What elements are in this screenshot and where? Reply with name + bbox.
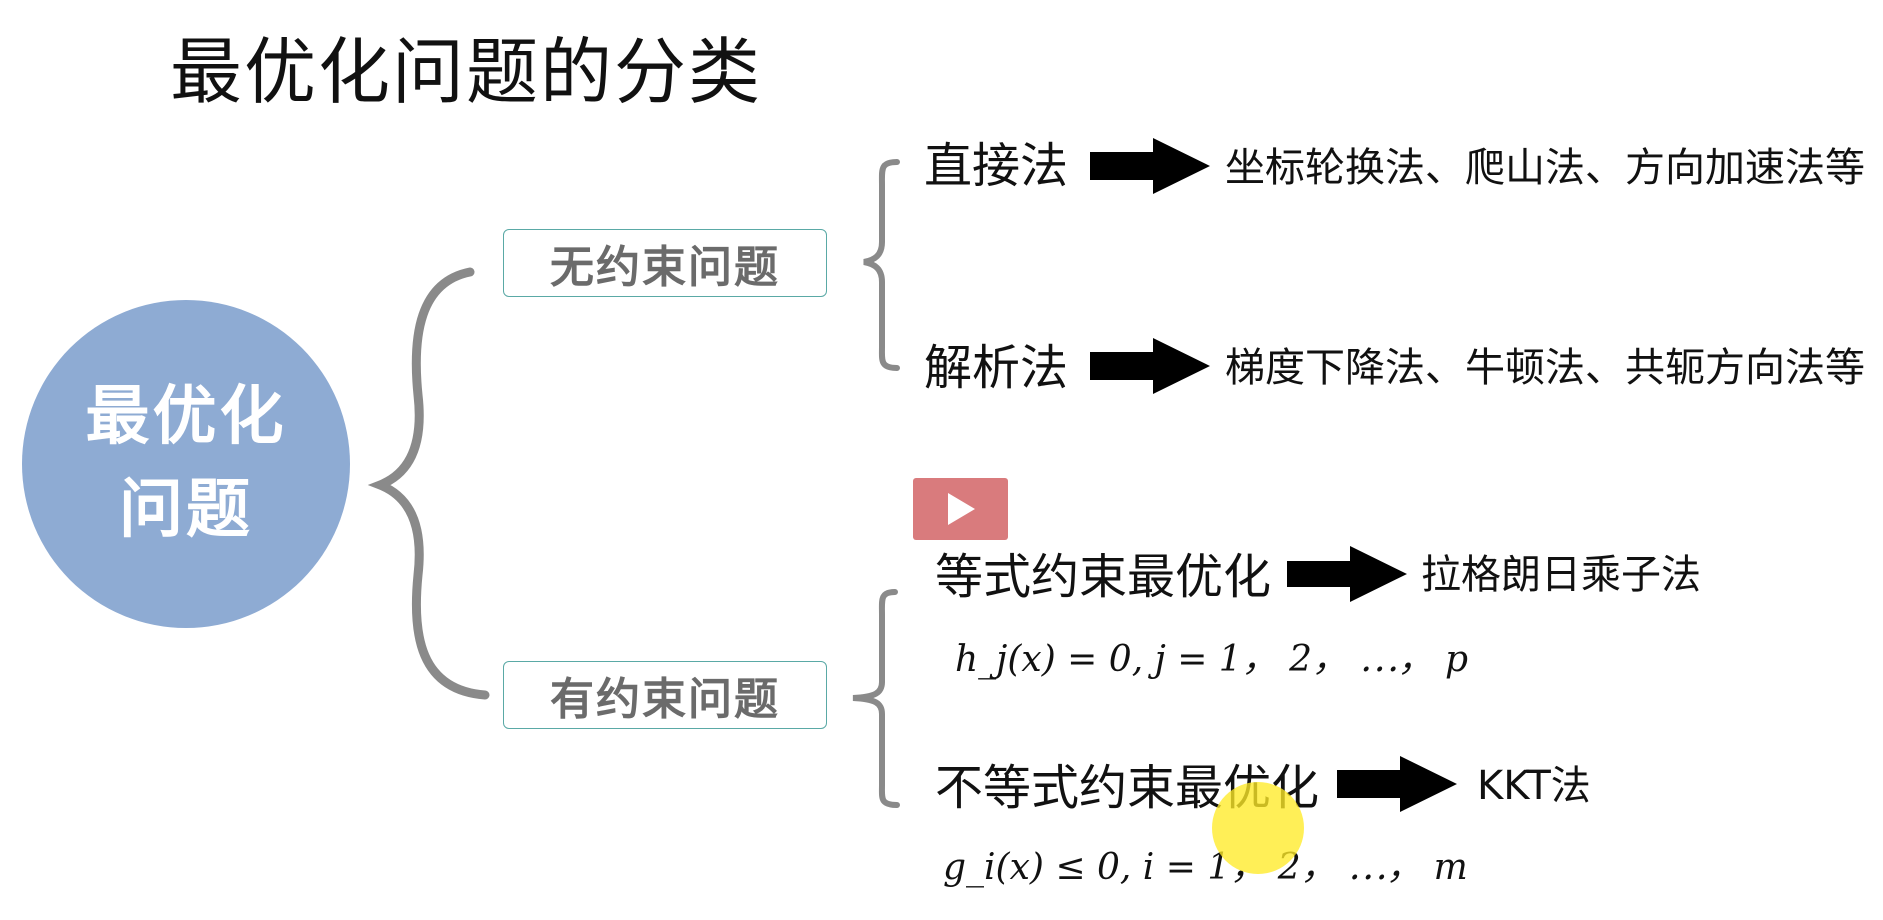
main-brace [367, 267, 490, 700]
cursor-highlight [1212, 782, 1304, 874]
method-equality: 等式约束最优化 [935, 549, 1272, 605]
play-icon [947, 493, 975, 525]
constrained-box: 有约束问题 [503, 661, 827, 729]
result-inequality: KKT法 [1477, 763, 1591, 809]
method-direct: 直接法 [924, 138, 1069, 194]
constrained-label: 有约束问题 [550, 674, 780, 725]
root-circle: 最优化 问题 [22, 300, 350, 628]
right-arrow-icon [1090, 138, 1210, 194]
lower-bracket [852, 589, 900, 808]
right-arrow-icon [1090, 338, 1210, 394]
right-arrow-icon [1337, 756, 1457, 812]
play-button[interactable] [913, 478, 1008, 540]
result-direct: 坐标轮换法、爬山法、方向加速法等 [1225, 145, 1865, 191]
unconstrained-label: 无约束问题 [550, 242, 780, 293]
formula-equality: h_j(x) = 0, j = 1， 2， ⋯， p [955, 639, 1469, 680]
slide-title: 最优化问题的分类 [170, 30, 763, 114]
right-arrow-icon [1287, 546, 1407, 602]
root-label: 最优化 问题 [85, 380, 287, 547]
result-equality: 拉格朗日乘子法 [1421, 552, 1701, 598]
method-analytic: 解析法 [924, 340, 1069, 396]
upper-bracket [863, 159, 900, 371]
formula-inequality: g_i(x) ≤ 0, i = 1， 2， ⋯， m [943, 847, 1468, 888]
result-analytic: 梯度下降法、牛顿法、共轭方向法等 [1225, 345, 1865, 391]
unconstrained-box: 无约束问题 [503, 229, 827, 297]
